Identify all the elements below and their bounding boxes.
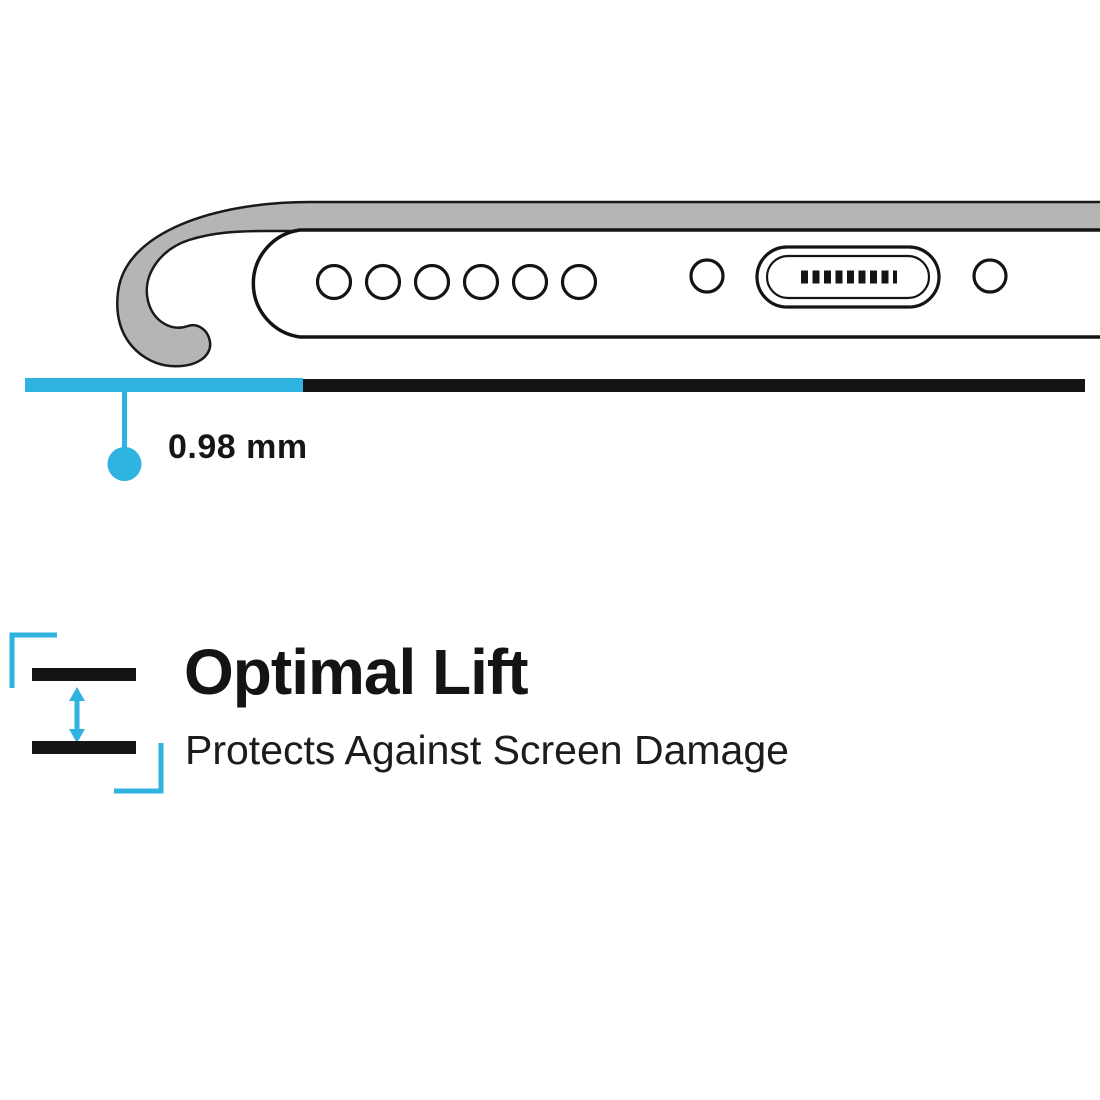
lift-icon-arrow (69, 687, 85, 743)
measurement-label: 0.98 mm (168, 428, 308, 466)
fastener-hole-left (689, 258, 725, 294)
measurement-callout (107, 392, 142, 481)
measurement-dot (107, 447, 142, 481)
case-lip-shape (116, 200, 1100, 368)
speaker-hole (560, 263, 598, 301)
measurement-drop-line (122, 392, 127, 450)
speaker-hole (413, 263, 451, 301)
charging-port (755, 245, 941, 309)
lift-icon-top-bracket (9, 632, 57, 688)
lift-icon-top-bar (32, 668, 136, 681)
lift-icon (9, 632, 164, 794)
lift-icon-bottom-bar (32, 741, 136, 754)
speaker-hole (511, 263, 549, 301)
lift-icon-bottom-bracket (114, 743, 164, 794)
feature-title: Optimal Lift (184, 636, 529, 708)
surface-line-cyan (25, 378, 303, 392)
feature-subtitle: Protects Against Screen Damage (185, 727, 789, 773)
surface-line-black (303, 379, 1085, 392)
case (116, 200, 1100, 368)
speaker-hole (315, 263, 353, 301)
fastener-hole-right (972, 258, 1008, 294)
speaker-holes (315, 263, 598, 301)
speaker-hole (364, 263, 402, 301)
speaker-hole (462, 263, 500, 301)
